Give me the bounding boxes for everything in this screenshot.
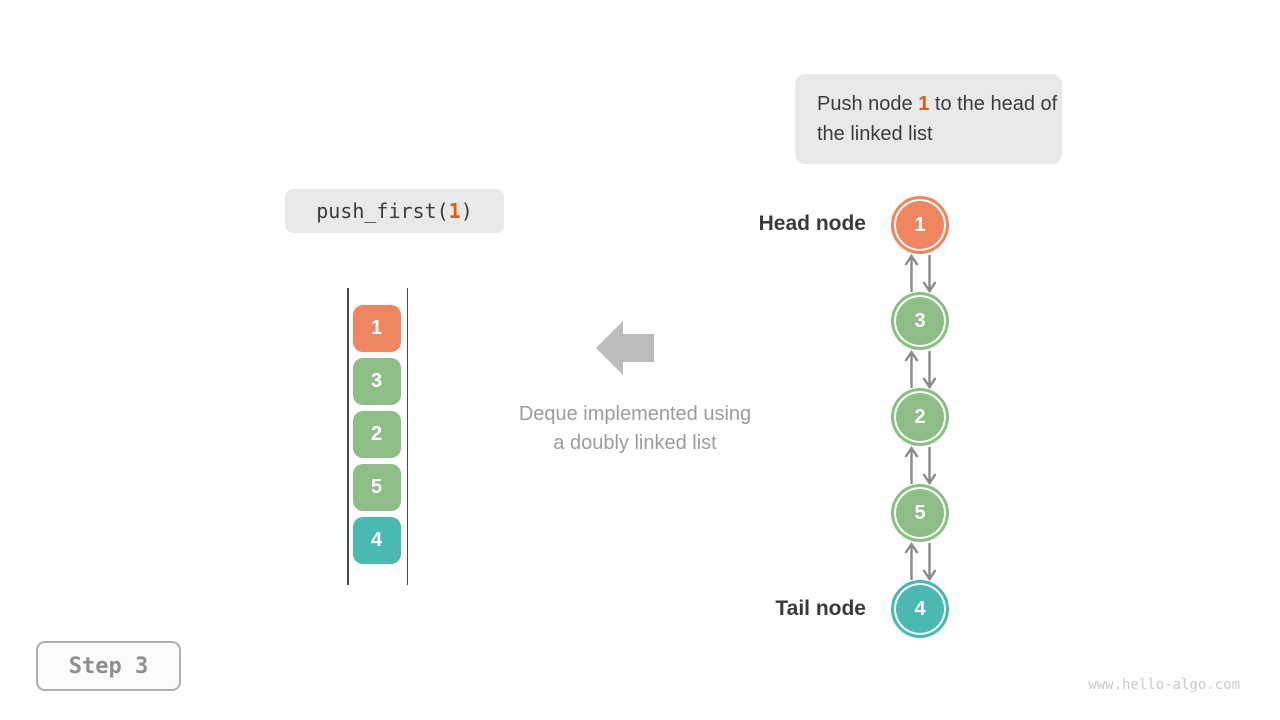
left-arrow-icon	[596, 321, 654, 375]
deque-array-item: 4	[352, 517, 401, 564]
node-link-arrows	[904, 542, 937, 581]
deque-rail-right	[406, 288, 408, 585]
deque-array-item: 1	[352, 305, 401, 352]
callout-text-before: Push node	[817, 93, 919, 115]
deque-array-item: 2	[352, 411, 401, 458]
list-node: 3	[891, 292, 949, 350]
node-link-arrows	[904, 446, 937, 485]
caption-line-1: Deque implemented using	[518, 403, 752, 425]
list-node: 2	[891, 388, 949, 446]
callout-text-after: to the head of the linked list	[817, 93, 1058, 145]
list-node: 1	[891, 196, 949, 254]
node-link-arrows	[904, 254, 937, 293]
code-highlight-value: 1	[448, 199, 461, 223]
node-link-arrows	[904, 350, 937, 389]
list-node: 5	[891, 484, 949, 542]
code-text-before: push_first(	[316, 199, 449, 223]
caption-line-2: a doubly linked list	[553, 432, 717, 454]
callout-highlight-value: 1	[918, 93, 930, 115]
step-badge: Step 3	[36, 641, 181, 691]
deque-array-item: 5	[352, 464, 401, 511]
step-badge-label: Step 3	[68, 653, 149, 679]
tail-node-label: Tail node	[775, 597, 866, 620]
list-node: 4	[891, 580, 949, 638]
deque-array-item: 3	[352, 358, 401, 405]
deque-rail-left	[347, 288, 349, 585]
callout-bubble: Push node 1 to the head of the linked li…	[795, 74, 1062, 164]
deque-array: 1 3 2 5 4	[347, 288, 408, 585]
watermark: www.hello-algo.com	[1088, 677, 1240, 693]
operation-code-chip: push_first(1)	[285, 189, 504, 233]
caption: Deque implemented using a doubly linked …	[470, 400, 800, 458]
head-node-label: Head node	[758, 212, 866, 235]
code-text-after: )	[460, 199, 473, 223]
